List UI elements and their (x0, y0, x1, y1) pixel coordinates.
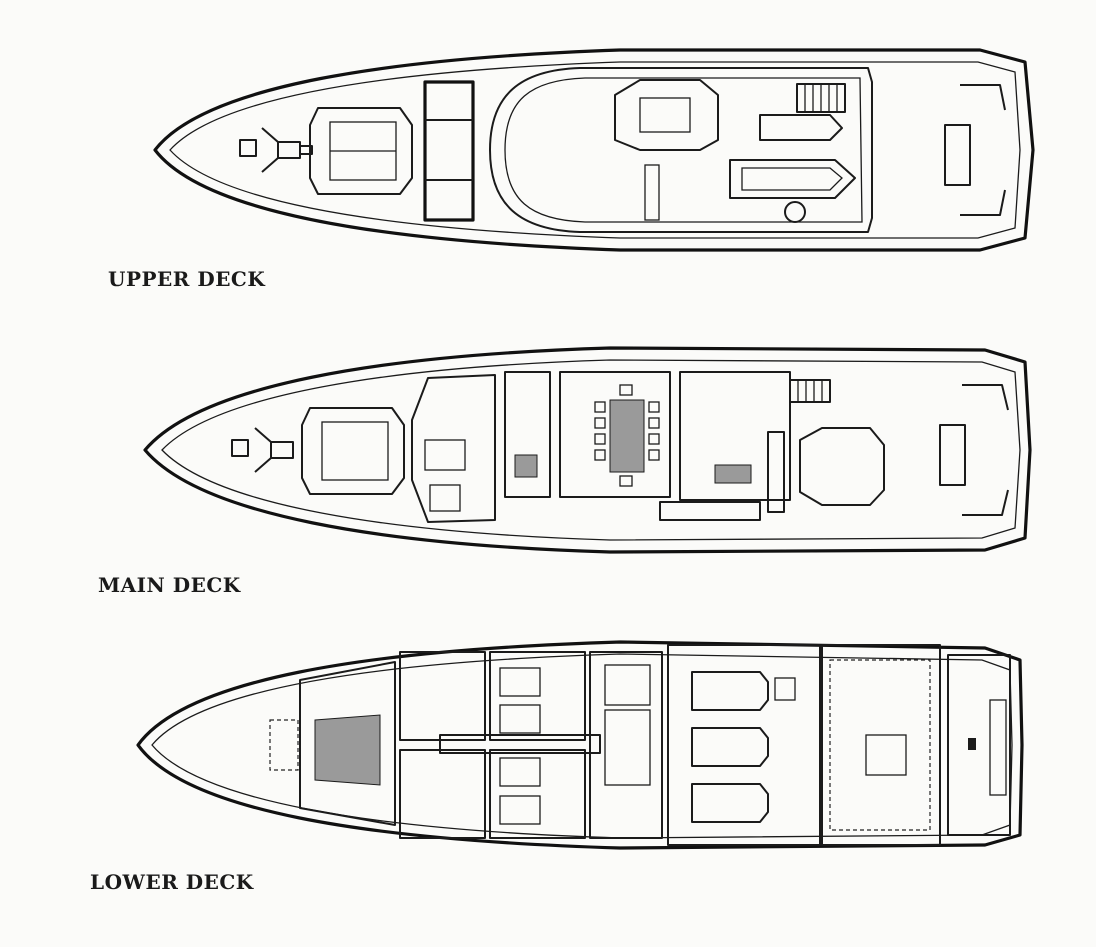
upper-crane (261, 127, 313, 173)
upper-aft-seating (944, 124, 971, 186)
lower-hull-inner-line (151, 653, 1013, 839)
upper-tender (729, 159, 856, 199)
lower-guest-cabin-2 (399, 749, 486, 839)
main-deck-hatch (231, 439, 249, 457)
main-salon-coffee-table (714, 464, 752, 484)
lower-chain-locker (269, 719, 299, 771)
main-salon-side-sofa (767, 431, 785, 513)
chair (648, 401, 660, 413)
main-salon-sofa (659, 501, 761, 521)
main-stairs-up (789, 379, 831, 403)
lower-deck-plan (136, 640, 1024, 850)
chair (594, 449, 606, 461)
lower-crew-cabin-outline (829, 659, 931, 831)
chair (648, 417, 660, 429)
lower-cabin-berth (499, 704, 541, 734)
upper-davit-crane (784, 201, 806, 223)
lower-cabin-berth (499, 757, 541, 787)
upper-aft-stairs (960, 84, 1006, 216)
lower-cabin-berth (499, 667, 541, 697)
lower-engine-2 (691, 727, 769, 767)
lower-garage-bench (989, 699, 1007, 796)
chair (619, 384, 633, 396)
main-helm-station (424, 439, 466, 471)
main-hull-inner-line (161, 359, 1021, 541)
main-transom-steps (962, 384, 1009, 516)
lower-master-berth (604, 664, 651, 706)
upper-deck-plan (153, 48, 1035, 252)
upper-helm-seating (614, 79, 719, 151)
upper-flybridge-inner (504, 77, 863, 223)
chair (648, 433, 660, 445)
chair (594, 417, 606, 429)
lower-deck-label: LOWER DECK (90, 870, 254, 894)
lower-engine-1 (691, 671, 769, 711)
lower-crew-quarters (821, 644, 941, 846)
chair (648, 449, 660, 461)
upper-bow-sunpad (309, 107, 413, 195)
lower-engine-3 (691, 783, 769, 823)
lower-engine-room (667, 644, 821, 846)
main-galley (504, 371, 551, 498)
main-dining-chairs (594, 384, 660, 487)
upper-flybridge-outline (489, 67, 873, 233)
main-deck-label: MAIN DECK (98, 573, 241, 597)
lower-cabin-berth (499, 795, 541, 825)
lower-corridor (439, 734, 601, 754)
upper-deck-hatch (239, 139, 257, 157)
lower-hull-outline (136, 640, 1024, 850)
main-salon (679, 371, 791, 501)
upper-bar-stool-row (644, 164, 660, 221)
lower-forward-berth (314, 714, 381, 786)
main-transom-seating (939, 424, 966, 486)
main-galley-counter (514, 454, 538, 478)
lower-guest-cabin-4 (489, 749, 586, 839)
main-dining-table (609, 399, 645, 473)
upper-windscreen (423, 80, 475, 222)
lower-master-berth (604, 709, 651, 786)
upper-jetski (759, 114, 843, 141)
main-wheelhouse (411, 374, 496, 523)
main-windlass (254, 427, 294, 473)
chair (619, 475, 633, 487)
main-hull-outline (143, 346, 1032, 554)
lower-hatch-marker (968, 738, 976, 750)
upper-tender-inner (741, 167, 843, 191)
chair (594, 401, 606, 413)
chair (594, 433, 606, 445)
upper-helm-console (639, 97, 691, 133)
lower-crew-forward-cabin (299, 661, 396, 826)
upper-deck-label: UPPER DECK (108, 267, 266, 291)
main-dining-area (559, 371, 671, 498)
main-sunpad-cushion (321, 421, 389, 481)
lower-guest-cabin-3 (489, 651, 586, 741)
main-chart-table (429, 484, 461, 512)
lower-master-cabin (589, 651, 663, 839)
main-deck-plan (143, 346, 1032, 554)
lower-lazarette (947, 654, 1011, 836)
upper-hull-outline (153, 48, 1035, 252)
lower-guest-cabin-1 (399, 651, 486, 741)
lower-engine-stairs (774, 677, 796, 701)
upper-hull-inner-line (169, 61, 1021, 239)
main-bow-sunpad (301, 407, 405, 495)
main-aft-seating (799, 427, 885, 506)
lower-crew-mess (865, 734, 907, 776)
